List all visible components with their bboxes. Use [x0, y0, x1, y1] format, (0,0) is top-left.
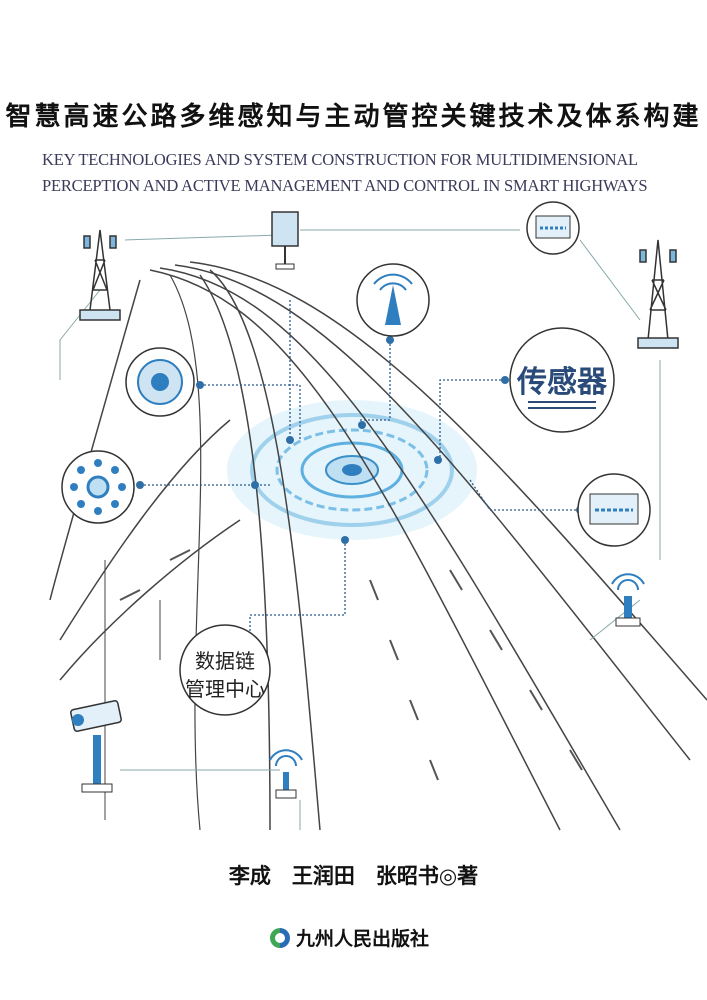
- publisher-logo-icon: [270, 927, 290, 948]
- cell-tower-icon: [79, 229, 121, 321]
- book-title-english-line-2: PERCEPTION AND ACTIVE MANAGEMENT AND CON…: [42, 176, 648, 195]
- connector-lines: [140, 300, 580, 640]
- network-hub-circle-icon: [61, 450, 135, 524]
- book-title-chinese: 智慧高速公路多维感知与主动管控关键技术及体系构建: [5, 102, 702, 132]
- publisher: 九州人民出版社: [270, 924, 429, 951]
- data-center-label-line-1: 数据链: [195, 649, 255, 673]
- sensor-label-circle: 传感器: [509, 327, 615, 433]
- wifi-beacon-icon: [269, 749, 303, 799]
- camera-sensor-circle-icon: [125, 347, 195, 417]
- publisher-name: 九州人民出版社: [296, 928, 430, 950]
- authors: 李成 王润田 张昭书◎著: [228, 863, 479, 888]
- surveillance-camera-icon: [70, 700, 122, 793]
- data-center-circle: 数据链 管理中心: [179, 624, 271, 716]
- wifi-beacon-icon: [611, 573, 645, 627]
- smart-highway-illustration: 传感器 数据链 管理中心: [49, 201, 707, 831]
- controller-circle-icon: [577, 473, 651, 547]
- book-title-english-line-1: KEY TECHNOLOGIES AND SYSTEM CONSTRUCTION…: [42, 150, 638, 169]
- lane-markings: [119, 549, 583, 781]
- data-center-label-line-2: 管理中心: [185, 677, 265, 701]
- sensor-label: 传感器: [516, 365, 608, 400]
- signal-antenna-circle-icon: [356, 263, 430, 337]
- cell-tower-icon: [637, 239, 679, 349]
- roadside-cabinet-icon: [271, 211, 299, 270]
- device-circle-icon: [526, 201, 580, 255]
